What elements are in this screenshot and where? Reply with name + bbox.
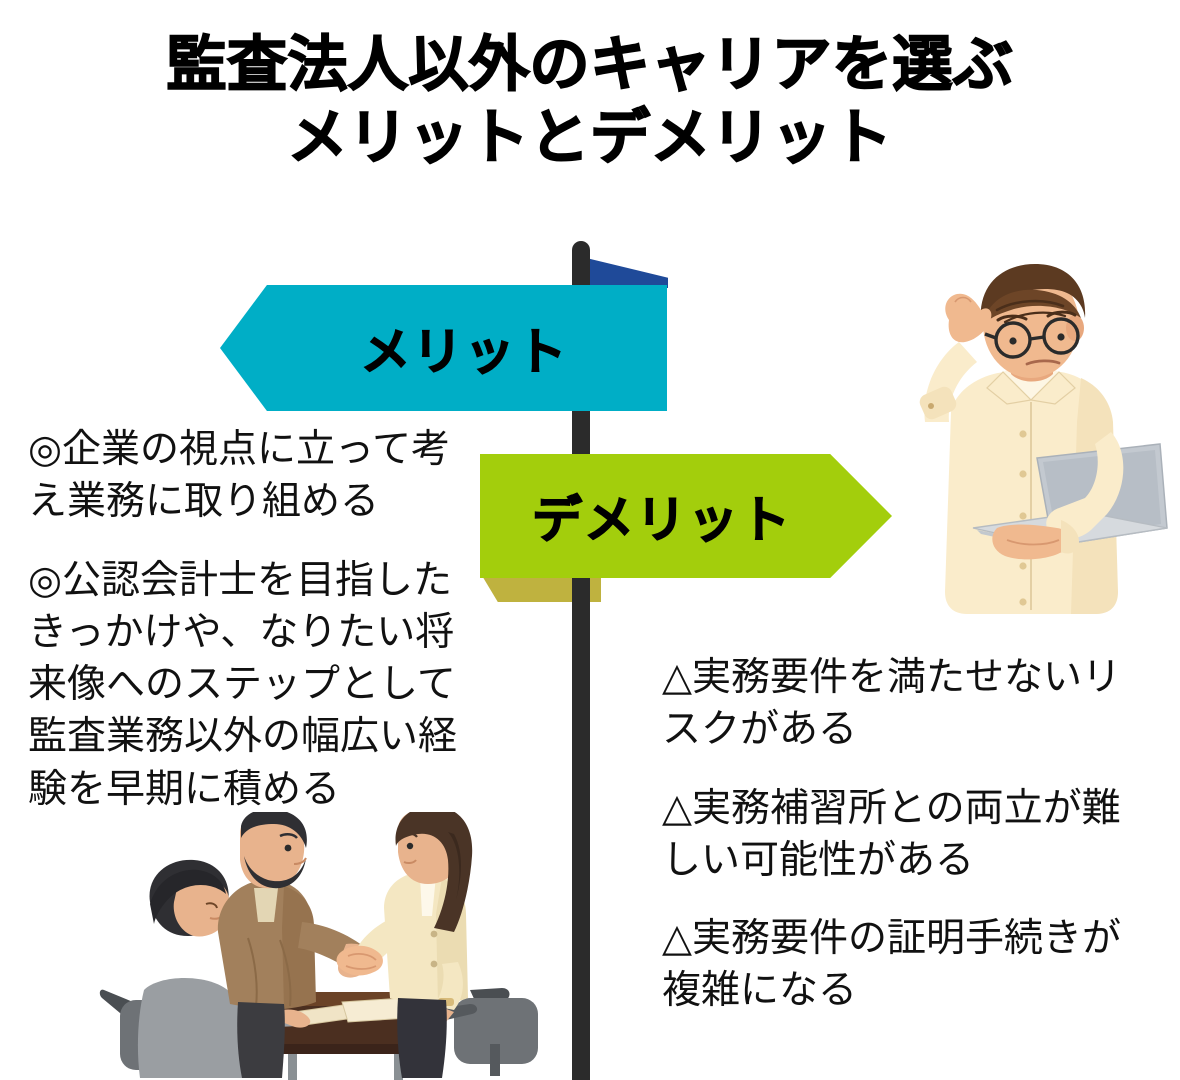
merit-item: ◎公認会計士を目指したきっかけや、なりたい将来像へのステップとして監査業務以外の… — [28, 558, 458, 811]
demerit-sign-label: デメリット — [531, 491, 792, 548]
title-line-2: メリットとデメリット — [287, 103, 893, 172]
demerit-text-list: △実務要件を満たせないリスクがある △実務補習所との両立が難しい可能性がある △… — [662, 652, 1154, 1018]
demerit-item: △実務要件の証明手続きが複雑になる — [662, 917, 1121, 1013]
merit-item: ◎企業の視点に立って考え業務に取り組める — [28, 428, 451, 524]
merit-text-list: ◎企業の視点に立って考え業務に取り組める ◎公認会計士を目指したきっかけや、なり… — [28, 424, 468, 816]
signpost-pole — [572, 241, 590, 1080]
page-title: 監査法人以外のキャリアを選ぶ メリットとデメリット — [0, 28, 1180, 174]
demerit-sign-arrow: デメリット — [480, 454, 892, 578]
demerit-item: △実務要件を満たせないリスクがある — [662, 656, 1121, 752]
title-line-1: 監査法人以外のキャリアを選ぶ — [166, 30, 1014, 99]
merit-sign-shadow — [578, 256, 668, 288]
merit-sign-arrow: メリット — [220, 285, 667, 411]
business-handshake-illustration — [98, 812, 548, 1080]
man-with-laptop-illustration — [885, 262, 1180, 644]
merit-sign-label: メリット — [360, 323, 569, 380]
demerit-item: △実務補習所との両立が難しい可能性がある — [662, 786, 1121, 882]
